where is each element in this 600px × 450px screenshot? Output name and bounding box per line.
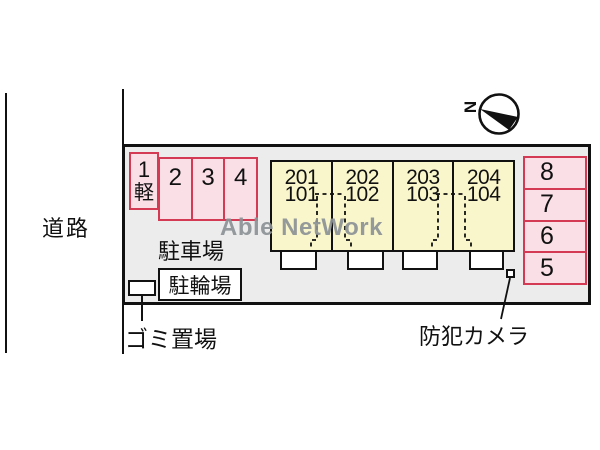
parking-space-number: 1 — [137, 157, 151, 182]
unit-lower-number: 102 — [345, 182, 379, 206]
unit-lower-number: 104 — [466, 182, 501, 206]
entrance-step-3 — [402, 250, 438, 270]
unit-upper-number: 204 — [466, 166, 501, 189]
entrance-step-1 — [280, 250, 317, 270]
unit-202-102: 202 102 — [330, 162, 392, 250]
north-arrow-needle — [480, 109, 518, 130]
unit-203-103: 203 103 — [391, 162, 453, 250]
entrance-step-2 — [347, 250, 384, 270]
unit-204-104: 204 104 — [452, 162, 513, 250]
parking-space-7: 7 — [525, 187, 585, 220]
unit-lower-number: 103 — [406, 182, 440, 206]
north-letter: N — [461, 101, 480, 113]
security-camera-marker — [506, 269, 515, 278]
unit-upper-number: 201 — [284, 166, 319, 189]
unit-lower-number: 101 — [284, 182, 319, 206]
parking-space-1: 1 軽 — [129, 152, 159, 210]
road-edge-line — [5, 93, 7, 353]
parking-space-8: 8 — [540, 158, 554, 187]
parking-space-2: 2 — [168, 164, 183, 191]
parking-space-5: 5 — [525, 251, 585, 283]
road-label: 道路 — [42, 216, 91, 241]
unit-upper-number: 202 — [345, 166, 379, 189]
parking-spaces-5-8: 8 7 6 5 — [523, 156, 587, 285]
north-arrow: N — [461, 93, 520, 135]
north-arrow-circle — [478, 93, 520, 135]
entrance-step-4 — [469, 250, 504, 270]
parking-lot-label: 駐車場 — [158, 239, 225, 264]
parking-spaces-2-4: 2 3 4 — [158, 157, 258, 221]
kei-car-tag: 軽 — [134, 182, 154, 204]
bicycle-parking-box: 駐輪場 — [158, 268, 242, 301]
bicycle-parking-label: 駐輪場 — [168, 274, 232, 298]
parking-space-6: 6 — [525, 219, 585, 252]
unit-upper-number: 203 — [406, 166, 440, 189]
garbage-leader-line — [141, 294, 143, 321]
able-network-watermark: Able NetWork — [220, 214, 383, 241]
parking-space-3: 3 — [190, 159, 224, 219]
garbage-area-label: ゴミ置場 — [125, 326, 217, 352]
parking-space-4: 4 — [223, 159, 256, 219]
security-camera-label: 防犯カメラ — [419, 324, 530, 349]
